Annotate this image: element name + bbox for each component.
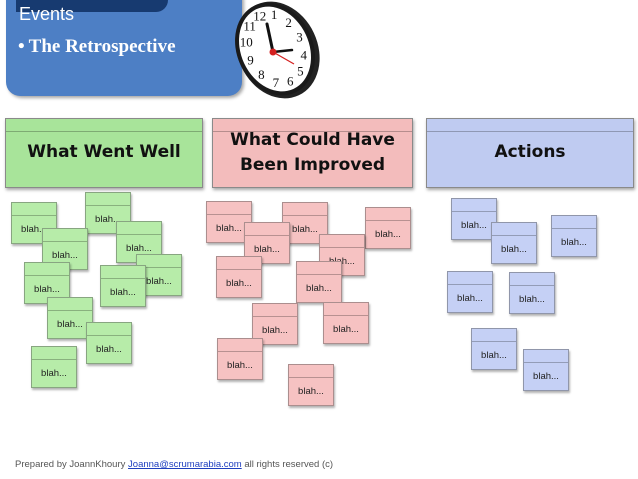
clock-number: 4 xyxy=(301,47,308,62)
clock-number: 7 xyxy=(273,75,280,90)
clock-number: 12 xyxy=(253,8,266,23)
sticky-note: blah... xyxy=(491,222,537,264)
column-header-went-well: What Went Well xyxy=(5,118,203,188)
sticky-note: blah... xyxy=(451,198,497,240)
sticky-note: blah... xyxy=(365,207,411,249)
sticky-note: blah... xyxy=(217,338,263,380)
clock-number: 11 xyxy=(243,18,256,33)
column-title: What Went Well xyxy=(27,142,181,163)
clock-number: 3 xyxy=(296,30,303,45)
clock-number: 2 xyxy=(285,15,292,30)
sticky-note: blah... xyxy=(31,346,77,388)
sticky-note: blah... xyxy=(509,272,555,314)
page-title: Events xyxy=(19,4,75,24)
sticky-note: blah... xyxy=(85,192,131,234)
subtitle-text: The Retrospective xyxy=(28,36,176,57)
column-header-actions: Actions xyxy=(426,118,634,188)
sticky-note: blah... xyxy=(471,328,517,370)
footer-email-link[interactable]: Joanna@scrumarabia.com xyxy=(128,459,242,470)
subtitle-bullet: • xyxy=(18,36,25,57)
sticky-note: blah... xyxy=(323,302,369,344)
column-title: What Could Have Been Improved xyxy=(230,129,395,176)
page-subtitle: •The Retrospective xyxy=(18,36,176,58)
hour-hand xyxy=(265,22,275,54)
sticky-note: blah... xyxy=(11,202,57,244)
clock-number: 9 xyxy=(247,52,254,67)
clock-number: 6 xyxy=(287,74,294,89)
sticky-note: blah... xyxy=(100,265,146,307)
clock-number: 5 xyxy=(297,64,304,79)
sticky-note: blah... xyxy=(447,271,493,313)
sticky-note: blah... xyxy=(551,215,597,257)
sticky-note: blah... xyxy=(523,349,569,391)
sticky-note: blah... xyxy=(288,364,334,406)
second-hand xyxy=(272,51,295,65)
clock-number: 8 xyxy=(258,67,265,82)
clock-center xyxy=(269,48,277,56)
footer-suffix: all rights reserved (c) xyxy=(244,459,334,470)
footer: Prepared by JoannKhoury Joanna@scrumarab… xyxy=(15,459,333,470)
footer-prefix: Prepared by JoannKhoury xyxy=(15,459,126,470)
clock-number: 10 xyxy=(240,35,253,50)
column-title: Actions xyxy=(494,142,566,163)
sticky-note: blah... xyxy=(296,261,342,303)
sticky-note: blah... xyxy=(216,256,262,298)
clock-number: 1 xyxy=(271,7,278,22)
sticky-note: blah... xyxy=(47,297,93,339)
title-box xyxy=(6,0,242,96)
column-header-could-improve: What Could Have Been Improved xyxy=(212,118,413,188)
title-tab xyxy=(16,0,168,12)
sticky-note: blah... xyxy=(86,322,132,364)
